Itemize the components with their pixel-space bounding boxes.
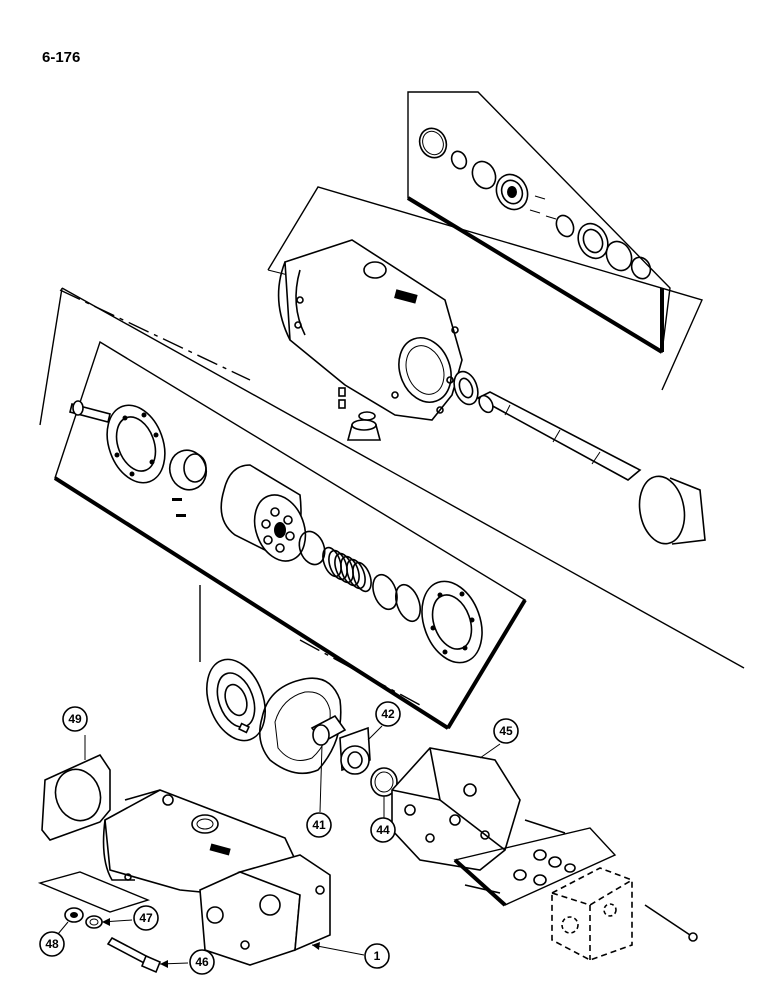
rotating-group (39, 287, 745, 730)
o-ring-part (450, 150, 468, 170)
snap-ring-part (418, 127, 448, 159)
end-cover-group (391, 747, 698, 961)
seal-carrier-part (495, 173, 529, 211)
drive-shaft-part (476, 391, 642, 481)
swashplate-part (106, 404, 166, 484)
callout-48: 48 (39, 921, 69, 957)
pump-head-part (199, 854, 331, 966)
callout-44: 44 (370, 796, 396, 843)
snap-ring-2-part (394, 583, 422, 623)
spring-seat-part (372, 573, 398, 611)
callout-41-text: 41 (312, 818, 326, 832)
bearing-group (199, 585, 421, 797)
end-ring-part (630, 256, 652, 280)
needle-bearing-part (339, 726, 371, 775)
valve-plate-part (421, 580, 483, 664)
bearing-plate-part (206, 658, 266, 742)
shaft-seal-part (577, 222, 609, 260)
washer-part (298, 530, 326, 566)
control-block-part (551, 867, 633, 961)
callout-44-text: 44 (376, 823, 390, 837)
shaft-seal-disk-part (638, 475, 706, 545)
callout-48-text: 48 (45, 937, 59, 951)
washer-47-part (85, 915, 103, 929)
callout-47: 47 (101, 905, 159, 931)
callout-45: 45 (479, 718, 519, 759)
housing-port (363, 261, 387, 279)
end-cover-part (391, 747, 521, 871)
cylinder-block-part (220, 464, 307, 562)
callout-49: 49 (62, 706, 88, 760)
bolt-46-part (106, 936, 162, 974)
flange-gasket-part (41, 753, 111, 841)
callout-49-text: 49 (68, 712, 82, 726)
callout-41: 41 (306, 744, 332, 838)
pump-assembly-group (37, 753, 331, 974)
callout-46-text: 46 (195, 955, 209, 969)
seal-kit-plate-part (453, 827, 617, 907)
callout-46: 46 (159, 949, 215, 975)
fitting-nut-part (346, 419, 382, 441)
retainer-ring-part (605, 240, 633, 272)
seal-kit-frame (407, 91, 671, 354)
callout-45-text: 45 (499, 724, 513, 738)
seal-kit-frame-shadow (406, 196, 664, 354)
callout-42: 42 (367, 701, 401, 741)
end-cover-gasket-part (259, 677, 342, 775)
coupling-gear-part (310, 714, 347, 746)
tapered-bearing-part (453, 370, 479, 406)
page-number: 6-176 (42, 49, 80, 66)
housing-group (267, 186, 706, 545)
spring-part (322, 546, 372, 593)
seal-ring-part (555, 214, 575, 238)
ball-guide-part (168, 449, 208, 491)
callout-47-text: 47 (139, 911, 153, 925)
long-bolt-part (644, 904, 691, 936)
callout-42-text: 42 (381, 707, 395, 721)
callout-1: 1 (311, 942, 390, 969)
callout-1-text: 1 (374, 949, 381, 963)
backup-ring-part (471, 160, 497, 190)
housing-bore (398, 337, 452, 403)
pump-body-port (191, 814, 219, 834)
pin-part (69, 400, 111, 423)
seal-kit-group (406, 91, 671, 354)
bolt-part (524, 819, 566, 834)
